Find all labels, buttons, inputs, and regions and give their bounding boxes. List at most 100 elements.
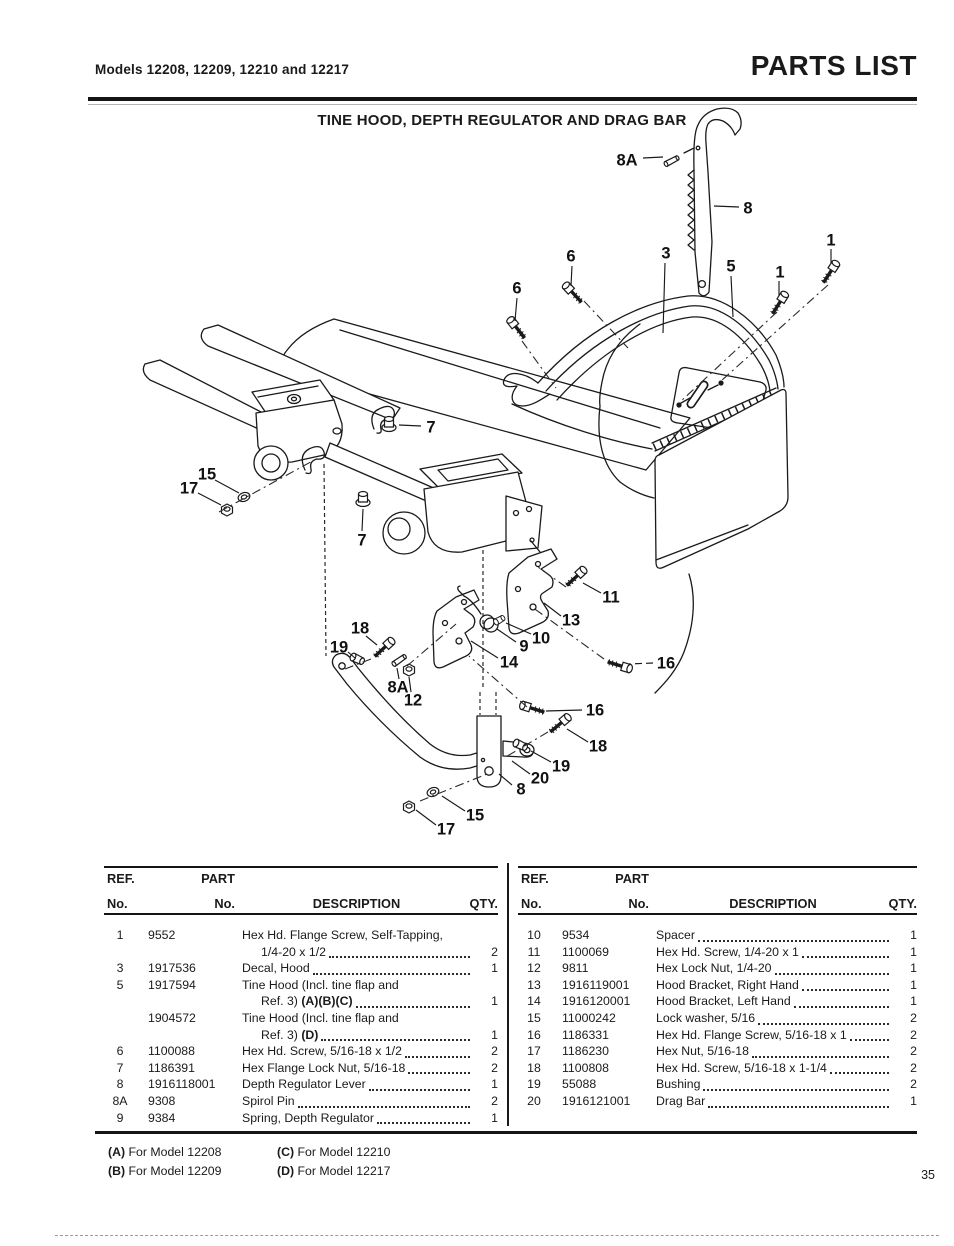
page-number: 35 xyxy=(921,1168,935,1182)
spacer-10 xyxy=(492,613,507,627)
dot-leader xyxy=(376,1122,470,1125)
screw-18-left xyxy=(370,634,399,662)
footnote: (D) For Model 12217 xyxy=(277,1163,391,1178)
table-row: Ref. 3) (D)1 xyxy=(261,1027,498,1042)
screw-6-b xyxy=(503,313,530,343)
col-part: PART xyxy=(201,871,235,886)
callout-10: 10 xyxy=(532,629,550,647)
callout-leader xyxy=(514,297,518,322)
col-part: PART xyxy=(615,871,649,886)
callout-leader xyxy=(505,622,532,635)
table-row: Ref. 3) (A)(B)(C)1 xyxy=(261,994,498,1009)
callout-leader xyxy=(214,479,240,494)
footnote: (C) For Model 12210 xyxy=(277,1145,391,1159)
dot-leader xyxy=(697,939,889,942)
dot-leader xyxy=(758,1022,889,1025)
dot-leader xyxy=(751,1055,889,1058)
callout-20: 20 xyxy=(531,769,549,787)
col-ref: REF. xyxy=(521,871,549,886)
callout-leader xyxy=(398,424,422,427)
dot-leader xyxy=(404,1055,470,1058)
col-description: DESCRIPTION xyxy=(312,896,401,911)
callout-14: 14 xyxy=(500,653,519,671)
callout-6: 6 xyxy=(512,279,521,297)
dot-leader xyxy=(297,1105,470,1108)
hood-bracket-right xyxy=(506,548,558,635)
hood-clip-lower xyxy=(301,445,325,475)
diagram-title: TINE HOOD, DEPTH REGULATOR AND DRAG BAR xyxy=(317,112,687,129)
hood-wing-curl xyxy=(502,372,551,407)
screw-18-right xyxy=(545,710,575,737)
depth-regulator-lever xyxy=(693,107,742,297)
dot-leader xyxy=(793,1005,889,1008)
callout-leader xyxy=(543,602,562,617)
callout-18: 18 xyxy=(589,737,607,755)
col-ref: REF. xyxy=(107,871,135,886)
callout-8: 8 xyxy=(743,199,752,217)
callout-3: 3 xyxy=(661,244,670,262)
callout-leader xyxy=(361,508,364,532)
dot-leader xyxy=(703,1088,889,1091)
callout-15: 15 xyxy=(198,465,216,483)
callout-leader xyxy=(396,667,400,680)
screw-11 xyxy=(562,563,591,591)
lever-slot xyxy=(688,382,707,407)
footnotes-col2: (C) For Model 12210 (D) For Model 12217 xyxy=(277,1143,390,1180)
dot-leader xyxy=(801,989,889,992)
callout-leader xyxy=(347,651,356,659)
callout-19: 19 xyxy=(330,638,348,656)
col-qty: QTY. xyxy=(888,896,917,911)
footnote: (A) For Model 12208 xyxy=(108,1145,222,1159)
callout-leader xyxy=(496,628,517,643)
dot-leader xyxy=(801,956,889,959)
nut-12 xyxy=(402,663,416,677)
screw-6-a xyxy=(559,278,587,307)
dot-leader xyxy=(368,1088,470,1091)
callout-13: 13 xyxy=(562,611,580,629)
tine-flap xyxy=(654,388,789,569)
callout-8A: 8A xyxy=(616,151,637,169)
table-bottom-rule xyxy=(95,1131,917,1134)
table-divider xyxy=(507,863,509,1126)
nut-17-lower xyxy=(402,800,416,814)
callout-leader xyxy=(365,635,378,646)
tine-shaft-tube xyxy=(324,442,437,504)
spirol-pin-8a-upper xyxy=(662,154,681,168)
callout-16: 16 xyxy=(657,654,675,672)
lever-lower-link xyxy=(476,715,502,788)
callout-7: 7 xyxy=(357,531,366,549)
callout-leader xyxy=(408,676,412,693)
scan-edge-line xyxy=(55,1235,939,1236)
callout-15: 15 xyxy=(466,806,484,824)
callout-19: 19 xyxy=(552,757,570,775)
screw-1-b xyxy=(818,257,843,287)
col-qty: QTY. xyxy=(469,896,498,911)
col-description: DESCRIPTION xyxy=(729,896,817,911)
callout-leader xyxy=(582,582,602,594)
upper-mount-bar xyxy=(200,324,401,421)
callout-leader xyxy=(470,640,499,659)
footnotes-col1: (A) For Model 12208(B) For Model 12209 xyxy=(108,1143,221,1180)
callout-8: 8 xyxy=(516,780,525,798)
header-rule-shadow xyxy=(88,104,917,105)
dot-leader xyxy=(312,972,470,975)
callout-leader xyxy=(570,265,573,287)
callout-leader xyxy=(545,709,583,712)
callout-leader xyxy=(713,205,740,208)
